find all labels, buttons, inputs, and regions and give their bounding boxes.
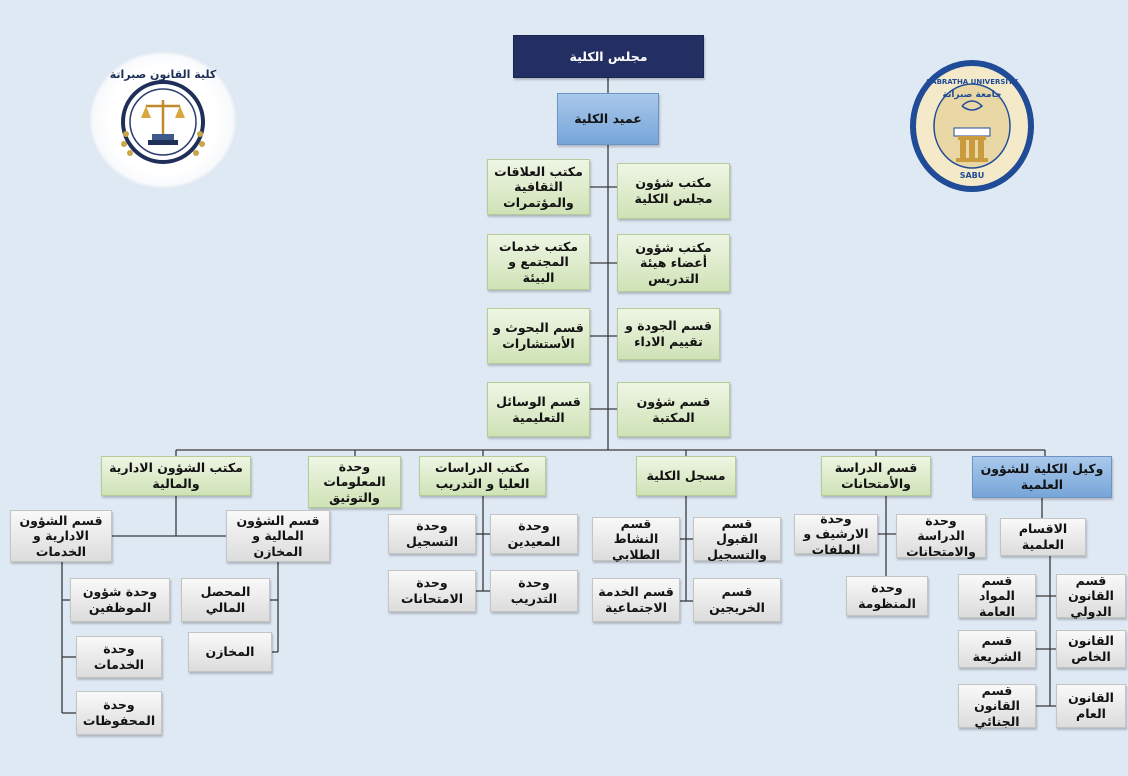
node-public-law: القانون العام	[1056, 684, 1126, 728]
sabratha-university-logo: SABRATHA UNIVERSITY جامعة صبراتة SABU	[910, 60, 1034, 192]
node-exams-unit: وحدة الامتحانات	[388, 570, 476, 612]
node-quality: قسم الجودة و تقييم الاداء	[617, 308, 720, 360]
node-admission: قسم القبول والتسجيل	[693, 516, 781, 562]
node-community-services: مكتب خدمات المجتمع و البيئة	[487, 234, 590, 290]
node-registration-unit: وحدة التسجيل	[388, 514, 476, 554]
node-student-activity: قسم النشاط الطلابي	[592, 516, 680, 562]
node-graduate-office: مكتب الدراسات العليا و التدريب	[419, 456, 546, 496]
node-registrar: مسجل الكلية	[636, 456, 736, 496]
node-sharia: قسم الشريعة	[958, 630, 1036, 668]
sabratha-university-arabic-text: جامعة صبراتة	[942, 90, 1002, 100]
node-stores: المخازن	[188, 632, 272, 672]
node-archives-unit: وحدة المحفوظات	[76, 691, 162, 735]
node-dean: عميد الكلية	[557, 93, 659, 145]
node-admin-services: قسم الشؤون الادارية و الخدمات	[10, 510, 112, 562]
column-and-book-icon	[933, 83, 1011, 169]
node-cashier: المحصل المالي	[181, 578, 270, 622]
node-research: قسم البحوث و الأستشارات	[487, 308, 590, 364]
node-archive-files: وحدة الارشيف و الملفات	[794, 511, 878, 557]
node-training-unit: وحدة التدريب	[490, 570, 578, 612]
node-council-affairs: مكتب شؤون مجلس الكلية	[617, 163, 730, 219]
node-staff-affairs: مكتب شؤون أعضاء هيئة التدريس	[617, 234, 730, 292]
node-exams-dept: قسم الدراسة والأمتحانات	[821, 456, 931, 496]
node-admin-finance-office: مكتب الشؤون الادارية والمالية	[101, 456, 251, 496]
node-info-unit: وحدة المعلومات والتوثيق	[308, 456, 401, 508]
node-scientific-depts: الاقسام العلمية	[1000, 518, 1086, 556]
node-general-subjects: قسم المواد العامة	[958, 573, 1036, 619]
law-faculty-logo-text: كلية القانون صبراتة	[109, 68, 217, 81]
node-system-unit: وحدة المنظومة	[846, 576, 928, 616]
node-services-unit: وحدة الخدمات	[76, 636, 162, 678]
node-teaching-assistants: وحدة المعيدين	[490, 514, 578, 554]
sabratha-university-abbrev: SABU	[959, 171, 985, 180]
node-educational-media: قسم الوسائل التعليمية	[487, 382, 590, 437]
node-social-service: قسم الخدمة الاجتماعية	[592, 578, 680, 622]
node-criminal-law: قسم القانون الجنائي	[958, 683, 1036, 729]
node-vice-dean: وكيل الكلية للشؤون العلمية	[972, 456, 1112, 498]
node-international-law: قسم القانون الدولي	[1056, 573, 1126, 619]
node-faculty-council: مجلس الكلية	[513, 35, 704, 78]
scales-of-justice-icon	[121, 80, 205, 164]
law-faculty-logo: كلية القانون صبراتة	[90, 52, 236, 188]
node-private-law: القانون الخاص	[1056, 630, 1126, 668]
node-alumni: قسم الخريجين	[693, 578, 781, 622]
sabratha-university-latin-text: SABRATHA UNIVERSITY	[926, 78, 1018, 86]
node-employees-unit: وحدة شؤون الموظفين	[70, 578, 170, 622]
node-study-exams-unit: وحدة الدراسة والامتحانات	[896, 513, 986, 559]
node-finance-stores: قسم الشؤون المالية و المخازن	[226, 510, 330, 562]
node-cultural-relations: مكتب العلاقات الثقافية والمؤتمرات	[487, 159, 590, 215]
node-library: قسم شؤون المكتبة	[617, 382, 730, 437]
